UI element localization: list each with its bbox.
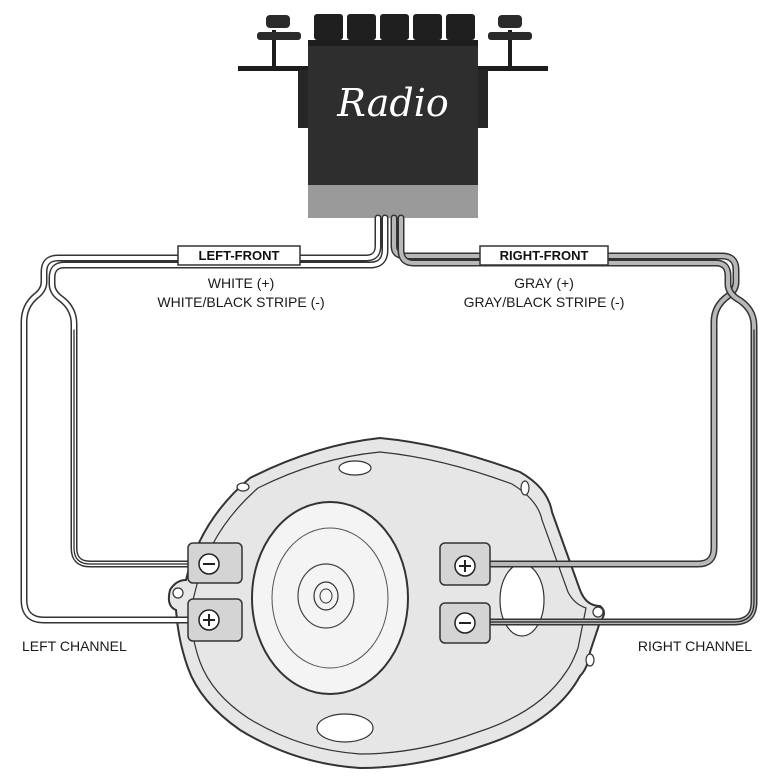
speaker-terminals xyxy=(187,542,491,644)
radio-body xyxy=(308,40,478,185)
left-front-tag-group: LEFT-FRONT WHITE (+) WHITE/BLACK STRIPE … xyxy=(157,245,325,310)
left-front-positive-label: WHITE (+) xyxy=(208,275,275,291)
wires xyxy=(20,214,758,626)
preset-button-3 xyxy=(380,14,409,40)
speaker-frame-inner xyxy=(189,451,587,755)
radio-top-edge xyxy=(308,40,478,46)
speaker-dust-cap-center xyxy=(319,588,333,604)
left-front-negative-label: WHITE/BLACK STRIPE (-) xyxy=(157,294,324,310)
left-negative-terminal xyxy=(187,542,243,584)
speaker-cone-outer xyxy=(251,501,409,695)
radio-logo: Radio xyxy=(336,81,449,125)
speaker xyxy=(167,436,605,770)
speaker-dust-cap xyxy=(313,581,339,611)
right-front-tag-group: RIGHT-FRONT GRAY (+) GRAY/BLACK STRIPE (… xyxy=(464,245,625,310)
right-front-positive-label: GRAY (+) xyxy=(514,275,574,291)
mount-hole-left xyxy=(236,482,250,492)
radio-side-tab-left xyxy=(298,70,308,128)
mount-hole-left-lower xyxy=(172,587,184,599)
right-front-tag-label: RIGHT-FRONT xyxy=(500,248,589,263)
left-front-tag xyxy=(177,245,301,266)
left-channel-label: LEFT CHANNEL xyxy=(22,638,127,654)
left-negative-stripe xyxy=(73,329,197,565)
right-knob-shaft xyxy=(508,30,512,68)
right-negative-terminal xyxy=(439,602,491,644)
speaker-cone-ring xyxy=(297,563,355,629)
radio-unit: Radio xyxy=(238,14,548,218)
preset-button-2 xyxy=(347,14,376,40)
right-knob-upper xyxy=(498,15,522,28)
left-knob-upper xyxy=(266,15,290,28)
right-positive-terminal xyxy=(439,542,491,586)
right-front-negative-label: GRAY/BLACK STRIPE (-) xyxy=(464,294,625,310)
mount-hole-bottom xyxy=(316,713,374,743)
left-front-tag-label: LEFT-FRONT xyxy=(199,248,280,263)
right-channel-label: RIGHT CHANNEL xyxy=(638,638,752,654)
speaker-cone-inner xyxy=(271,527,389,669)
preset-button-1 xyxy=(314,14,343,40)
mount-hole-bottom-right xyxy=(585,653,595,667)
right-front-tag xyxy=(479,245,609,266)
left-knob-lower xyxy=(257,32,301,40)
right-knob-lower xyxy=(488,32,532,40)
left-positive-terminal xyxy=(187,598,243,642)
left-white-positive-wire xyxy=(22,216,380,622)
right-negative-stripe xyxy=(469,329,755,623)
left-knob-shaft xyxy=(272,30,276,68)
mount-hole-right-lower xyxy=(592,606,604,618)
mount-hole-right xyxy=(520,480,530,496)
mount-hole-top xyxy=(338,460,372,476)
preset-button-5 xyxy=(446,14,475,40)
radio-side-tab-right xyxy=(478,70,488,128)
radio-bottom xyxy=(308,185,478,218)
preset-button-4 xyxy=(413,14,442,40)
